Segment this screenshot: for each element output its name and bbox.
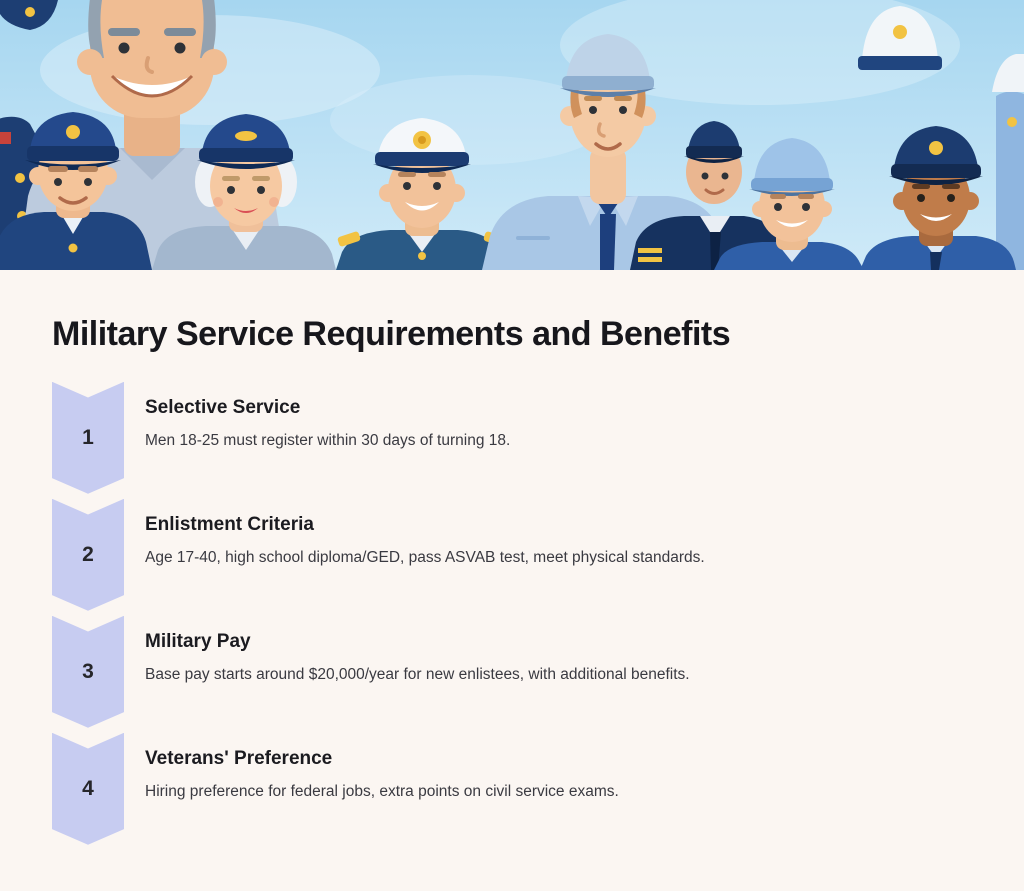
figure-right-officer (860, 126, 1016, 270)
figure-woman-officer (152, 114, 336, 270)
hero-illustration (0, 0, 1024, 270)
step-3-title: Military Pay (145, 630, 251, 652)
step-3-number: 3 (82, 659, 94, 683)
cloud (560, 0, 960, 105)
step-1-number: 1 (82, 425, 94, 449)
step-4-chevron-badge: 4 (52, 732, 124, 845)
step-item-enlistment-criteria: 2 Enlistment Criteria Age 17-40, high sc… (52, 498, 972, 611)
figure-partial-right (992, 54, 1024, 270)
step-3-text: Military Pay Base pay starts around $20,… (124, 616, 690, 686)
step-4-title: Veterans' Preference (145, 747, 333, 769)
step-2-text: Enlistment Criteria Age 17-40, high scho… (124, 499, 705, 569)
figure-tall-airman (482, 34, 730, 270)
step-2-title: Enlistment Criteria (145, 513, 314, 535)
steps-list: 1 Selective Service Men 18-25 must regis… (52, 381, 972, 845)
step-item-military-pay: 3 Military Pay Base pay starts around $2… (52, 615, 972, 728)
step-3-chevron-badge: 3 (52, 615, 124, 728)
step-1-text: Selective Service Men 18-25 must registe… (124, 382, 510, 452)
step-2-number: 2 (82, 542, 94, 566)
step-2-chevron-badge: 2 (52, 498, 124, 611)
step-4-text: Veterans' Preference Hiring preference f… (124, 733, 619, 803)
step-1-title: Selective Service (145, 396, 301, 418)
figure-white-cap-background (858, 6, 942, 70)
step-1-description: Men 18-25 must register within 30 days o… (145, 431, 511, 449)
step-3-description: Base pay starts around $20,000/year for … (145, 665, 690, 683)
figure-center-officer (336, 118, 507, 270)
figure-left-officer (0, 112, 152, 270)
step-4-description: Hiring preference for federal jobs, extr… (145, 782, 619, 800)
step-item-veterans-preference: 4 Veterans' Preference Hiring preference… (52, 732, 972, 845)
step-item-selective-service: 1 Selective Service Men 18-25 must regis… (52, 381, 972, 494)
step-2-description: Age 17-40, high school diploma/GED, pass… (145, 548, 705, 566)
page-title: Military Service Requirements and Benefi… (52, 315, 731, 353)
hero-banner (0, 0, 1024, 270)
figure-young-recruit (714, 138, 864, 270)
step-1-chevron-badge: 1 (52, 381, 124, 494)
content-area: Military Service Requirements and Benefi… (0, 270, 1024, 845)
step-4-number: 4 (82, 776, 94, 800)
